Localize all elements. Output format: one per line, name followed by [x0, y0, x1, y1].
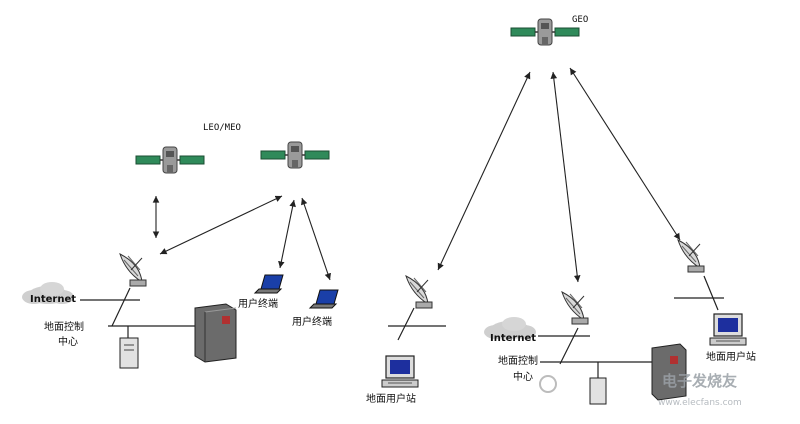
right-system: GEO 地面用户站 Internet 地面控制 中心 地面用户站 [366, 15, 756, 405]
satellite-icon [260, 141, 330, 169]
user-terminal-label: 用户终端 [292, 315, 332, 328]
satellite-icon [135, 146, 205, 174]
left-system: LEO/MEO Internet 地面控制 中心 用户终端 [22, 123, 339, 369]
server-rack-icon [194, 303, 237, 363]
network-line [559, 327, 579, 365]
ground-station-label: 地面用户站 [366, 392, 416, 405]
link-arrow [569, 67, 681, 241]
link-arrow [301, 197, 331, 281]
laptop-icon [309, 289, 339, 309]
orbit-label-geo: GEO [572, 15, 588, 25]
satellite-icon [510, 18, 580, 46]
user-terminal-label: 用户终端 [238, 297, 278, 310]
satellite-dish-icon [405, 275, 433, 309]
satellite-dish-icon [119, 253, 147, 287]
internet-label: Internet [30, 294, 76, 305]
internet-label: Internet [490, 333, 536, 344]
small-server-icon [119, 337, 139, 369]
small-server-icon [589, 377, 607, 405]
watermark-url: www.elecfans.com [658, 398, 742, 408]
server-rack-icon [651, 343, 687, 401]
orbit-label-leo-meo: LEO/MEO [203, 123, 241, 133]
ground-station-label: 地面用户站 [706, 350, 756, 363]
control-center-label: 地面控制 [498, 354, 538, 367]
control-center-label-2: 中心 [513, 370, 533, 383]
laptop-icon [254, 274, 284, 294]
control-center-label-2: 中心 [58, 335, 78, 348]
network-line [397, 307, 415, 341]
computer-icon [709, 313, 747, 346]
watermark-logo-icon [539, 375, 557, 393]
satellite-dish-icon [561, 291, 589, 325]
link-arrow [550, 71, 581, 283]
link-arrow [278, 199, 296, 269]
watermark: 电子发烧友 www.elecfans.com [539, 372, 742, 408]
satellite-dish-icon [677, 239, 705, 273]
network-line [111, 287, 131, 327]
link-arrow [437, 71, 531, 271]
computer-icon [381, 355, 419, 388]
control-center-label: 地面控制 [44, 320, 84, 333]
network-line [703, 275, 719, 311]
watermark-text: 电子发烧友 [662, 372, 737, 390]
link-arrow [159, 195, 283, 255]
